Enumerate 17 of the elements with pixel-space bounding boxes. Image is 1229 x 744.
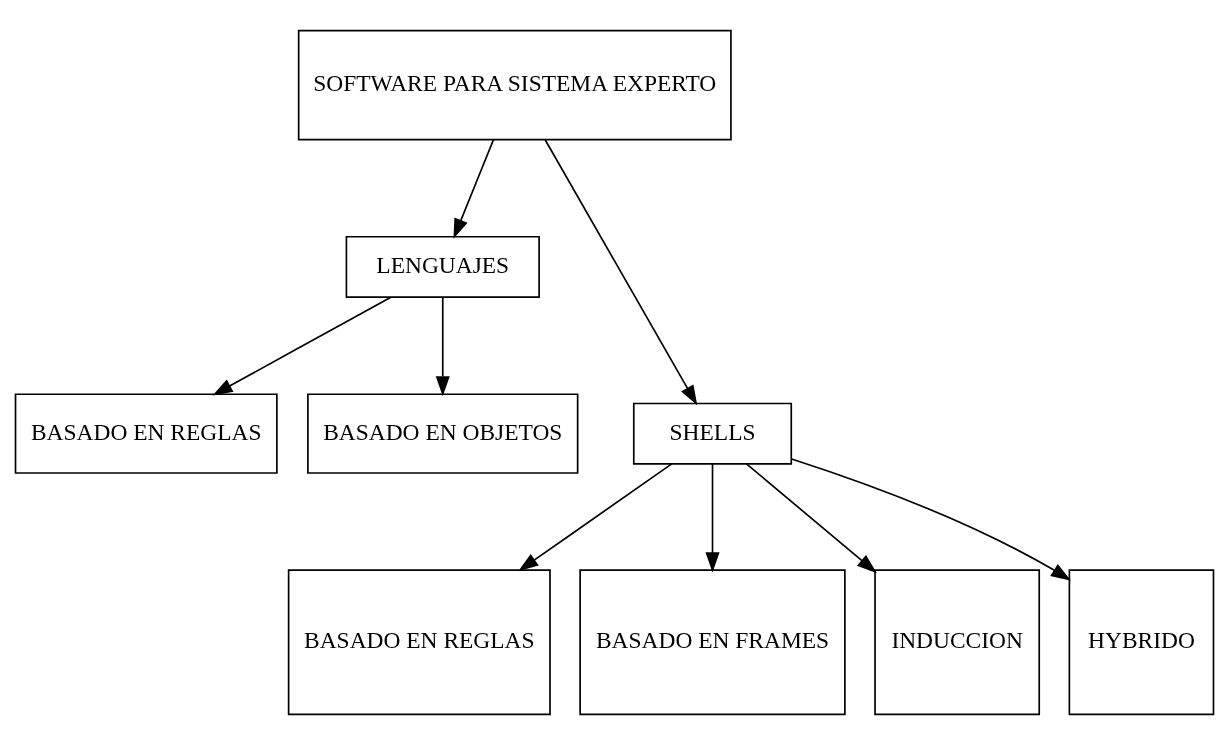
arrow — [745, 462, 877, 573]
arrow — [435, 296, 450, 396]
arrow — [518, 462, 673, 571]
arrow — [544, 138, 698, 405]
node-box: LENGUAJES — [345, 235, 540, 298]
node-box: SHELLS — [632, 402, 793, 465]
arrow — [790, 457, 1072, 581]
node-box: BASADO EN FRAMES — [579, 568, 846, 715]
arrow — [453, 138, 495, 239]
node-box: INDUCCION — [874, 568, 1041, 715]
node-box: BASADO EN REGLAS — [14, 392, 278, 474]
node-box: BASADO EN OBJETOS — [307, 392, 579, 474]
arrow — [705, 462, 720, 572]
arrow — [212, 296, 392, 395]
node-box: SOFTWARE PARA SISTEMA EXPERTO — [297, 29, 732, 140]
node-box: HYBRIDO — [1068, 568, 1215, 715]
node-box: BASADO EN REGLAS — [287, 568, 551, 715]
